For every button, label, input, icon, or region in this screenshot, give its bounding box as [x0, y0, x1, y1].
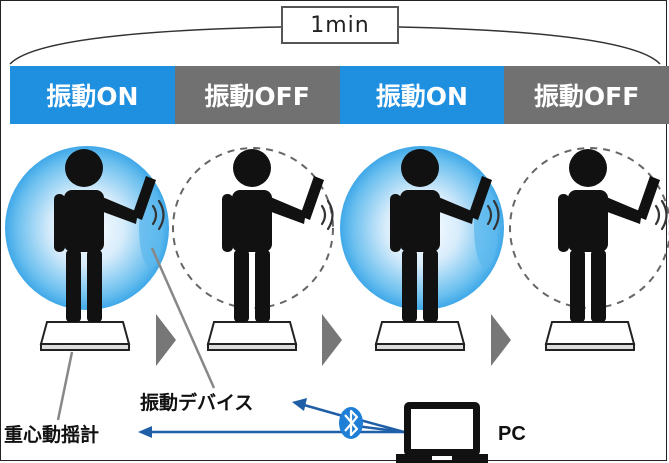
laptop-icon: [396, 402, 488, 463]
chevron-right-icon: [491, 314, 511, 366]
vibration-waves-icon: [320, 199, 334, 231]
duration-bracket: [9, 26, 661, 65]
chevron-right-icon: [322, 314, 342, 366]
force-plate-icon: [375, 321, 465, 351]
phase-vibration-off: 振動OFF: [504, 66, 669, 124]
vibration-off-circle: [172, 147, 334, 309]
bluetooth-icon: [339, 407, 363, 439]
force-plate-icon: [40, 321, 130, 351]
phase-vibration-on: 振動ON: [339, 66, 505, 124]
phase-vibration-off: 振動OFF: [174, 66, 340, 124]
phase-bar: 振動ON 振動OFF 振動ON 振動OFF: [10, 66, 669, 124]
chevron-right-icon: [156, 314, 176, 366]
scale-label: 重心動揺計: [4, 424, 100, 446]
person-icon: [222, 149, 324, 322]
force-plate-icon: [207, 321, 297, 351]
vibration-off-circle: [509, 147, 669, 309]
person-icon: [558, 149, 660, 322]
scale-pointer-line: [56, 351, 74, 421]
phase-vibration-on: 振動ON: [10, 66, 175, 124]
force-plate-icon: [545, 321, 635, 351]
vibration-device-label: 振動デバイス: [140, 392, 254, 414]
duration-label: 1min: [281, 6, 399, 44]
device-pointer-line: [150, 247, 216, 389]
vibration-waves-icon: [654, 199, 668, 231]
pc-label: PC: [498, 423, 526, 445]
